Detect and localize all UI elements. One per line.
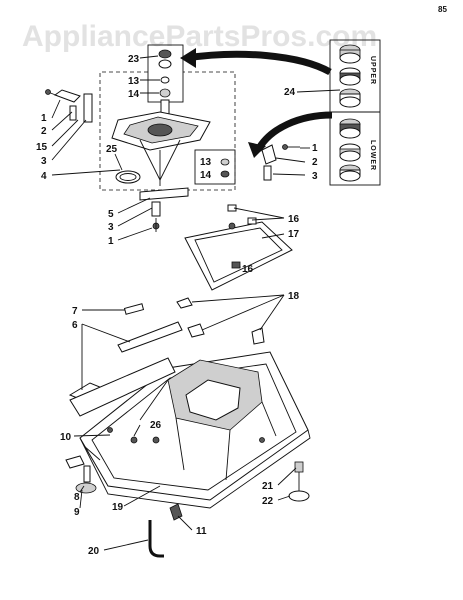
lower-bearing-stack	[339, 118, 361, 182]
callout-labels: 23 13 14 24 1 2 15 3 4 25 13 14 1 2 3 5 …	[36, 54, 318, 557]
lower-bearing-label: LOWER	[369, 140, 376, 171]
callout-1-right: 1	[312, 143, 318, 154]
upper-bearing-arrow	[185, 50, 332, 76]
cabinet-base-frame	[69, 351, 311, 509]
part-23-upper	[158, 49, 172, 59]
upper-bearing-stack	[339, 44, 361, 108]
lower-arrowhead	[248, 142, 266, 158]
transmission-assembly-box	[99, 44, 236, 191]
part-20-hook	[148, 503, 183, 558]
callout-3: 3	[41, 156, 47, 167]
callout-14-lower: 14	[200, 170, 212, 181]
callout-7: 7	[72, 306, 78, 317]
callout-5: 5	[108, 209, 114, 220]
callout-13-lower: 13	[200, 157, 212, 168]
corner-mark: 85	[438, 5, 447, 14]
part-23-lower	[158, 59, 172, 69]
part-17-bracket	[184, 204, 293, 291]
callout-26: 26	[150, 420, 162, 431]
part-13-washer	[160, 76, 170, 84]
callout-24: 24	[284, 87, 296, 98]
callout-21: 21	[262, 481, 274, 492]
callout-14: 14	[128, 89, 140, 100]
part-7-pin	[123, 303, 145, 315]
callout-23: 23	[128, 54, 140, 65]
part-14-bearing	[159, 88, 171, 98]
callout-9: 9	[74, 507, 80, 518]
callout-10: 10	[60, 432, 72, 443]
callout-16-lower: 16	[242, 264, 254, 275]
left-linkage-parts	[45, 89, 93, 123]
right-linkage-parts	[261, 144, 300, 181]
callout-16: 16	[288, 214, 300, 225]
callout-22: 22	[262, 496, 274, 507]
callout-13: 13	[128, 76, 140, 87]
callout-11: 11	[196, 526, 207, 537]
callout-19: 19	[112, 502, 124, 513]
callout-2: 2	[41, 126, 47, 137]
lower-bearing-arrow	[254, 111, 333, 152]
leader-lines	[51, 55, 341, 551]
lower-bracket-parts	[139, 187, 189, 232]
watermark-text: AppliancePartsPros.com	[22, 20, 377, 53]
part-18-clips	[176, 297, 265, 345]
callout-17: 17	[288, 229, 300, 240]
callout-4: 4	[41, 171, 47, 182]
leveling-foot-right	[288, 461, 310, 502]
callout-15: 15	[36, 142, 48, 153]
part-25-ring	[115, 170, 141, 184]
callout-3-right: 3	[312, 171, 318, 182]
callout-8: 8	[74, 492, 80, 503]
callout-25: 25	[106, 144, 118, 155]
callout-1: 1	[41, 113, 47, 124]
callout-2-right: 2	[312, 157, 318, 168]
bearing-kit-box: UPPER LOWER	[329, 39, 381, 186]
upper-bearing-label: UPPER	[369, 56, 376, 85]
callout-20: 20	[88, 546, 100, 557]
upper-arrowhead	[180, 48, 196, 68]
callout-1-lower: 1	[108, 236, 114, 247]
callout-3-lower: 3	[108, 222, 114, 233]
callout-18: 18	[288, 291, 300, 302]
callout-6: 6	[72, 320, 78, 331]
